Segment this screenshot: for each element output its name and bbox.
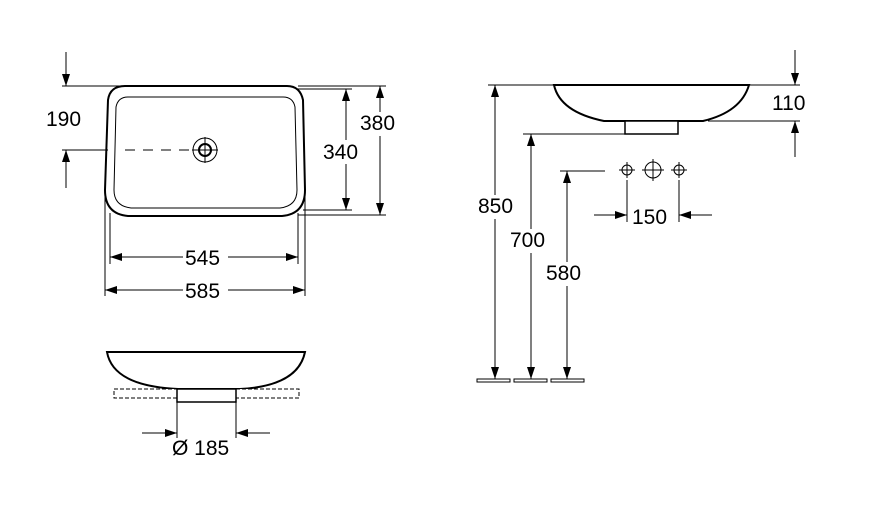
- tap-hole-center: [642, 159, 664, 181]
- dim-850-arrow-top: [491, 85, 499, 97]
- dim-580-arrow-bottom: [563, 367, 571, 379]
- dim-585-arrow-left: [105, 286, 117, 294]
- dim-340-arrow-top: [342, 89, 350, 101]
- floor-block-1: [476, 378, 511, 383]
- dim-545-label: 545: [185, 247, 220, 270]
- tap-hole-left: [619, 162, 635, 178]
- dim-700-arrow-top: [527, 134, 535, 146]
- basin-inner-outline: [113, 96, 298, 209]
- dim-585-label: 585: [185, 280, 220, 303]
- dim-850-label-bg: [477, 195, 521, 219]
- side-view: 110 850 700 580: [476, 50, 805, 383]
- dim-850-label: 850: [478, 195, 513, 218]
- dim-110-arrow-top: [791, 73, 799, 85]
- dim-185-arrow-right: [236, 429, 248, 437]
- dim-380-arrow-bottom: [376, 203, 384, 215]
- dim-380-arrow-top: [376, 86, 384, 98]
- countertop-right: [235, 388, 300, 399]
- dim-580-label-bg: [546, 262, 590, 286]
- top-view: 190 340 380 545 585: [46, 52, 404, 303]
- dim-545-arrow-right: [286, 253, 298, 261]
- dim-185-label: Ø 185: [172, 437, 229, 460]
- dim-110-label: 110: [772, 92, 805, 115]
- side-drain-outlet: [624, 120, 679, 135]
- front-view: Ø 185: [105, 351, 307, 460]
- dim-190-arrow-top: [62, 74, 70, 86]
- dim-150-arrow-right: [679, 211, 691, 219]
- dim-185-arrow-left: [165, 429, 177, 437]
- dim-850-arrow-bottom: [491, 367, 499, 379]
- dim-150-label: 150: [632, 206, 667, 229]
- tap-hole-right: [671, 162, 687, 178]
- dim-380-label: 380: [360, 112, 395, 135]
- dim-580-arrow-top: [563, 171, 571, 183]
- floor-block-3: [550, 378, 585, 383]
- dim-190-arrow-bottom: [62, 150, 70, 162]
- dim-545-arrow-left: [110, 253, 122, 261]
- dim-340-arrow-bottom: [342, 198, 350, 210]
- dim-585-arrow-right: [293, 286, 305, 294]
- dim-380-label-bg: [356, 112, 404, 136]
- dim-340-label: 340: [323, 141, 358, 164]
- dim-150-arrow-left: [615, 211, 627, 219]
- dim-580-label: 580: [546, 262, 581, 285]
- basin-outer-outline: [103, 85, 307, 217]
- dim-340-label-bg: [318, 140, 366, 164]
- front-drain-outlet: [176, 388, 237, 403]
- dim-700-label-bg: [509, 229, 553, 253]
- dim-110-arrow-bottom: [791, 121, 799, 133]
- dim-190-label: 190: [46, 108, 81, 131]
- dim-700-arrow-bottom: [527, 367, 535, 379]
- floor-block-2: [513, 378, 548, 383]
- dim-700-label: 700: [510, 229, 545, 252]
- countertop-left: [113, 388, 178, 399]
- side-basin-bowl: [552, 84, 751, 122]
- front-basin-bowl: [105, 351, 307, 390]
